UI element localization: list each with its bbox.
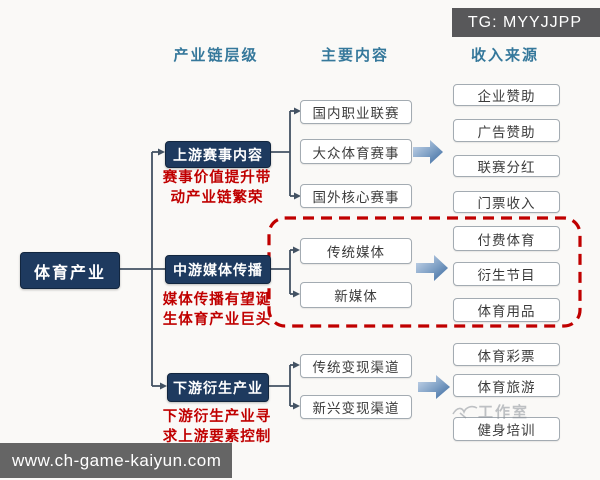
- branch-node-midstream: 中游媒体传播: [165, 255, 271, 284]
- branch-node-upstream: 上游赛事内容: [165, 141, 271, 168]
- branch-note-midstream: 媒体传播有望诞 生体育产业巨头: [142, 290, 292, 330]
- note-line: 动产业链繁荣: [170, 190, 264, 206]
- note-line: 赛事价值提升带: [162, 170, 272, 186]
- income-node: 企业赞助: [453, 84, 560, 106]
- branch-note-downstream: 下游衍生产业寻 求上游要素控制: [142, 407, 292, 447]
- column-header-chain-level: 产业链层级: [173, 47, 259, 64]
- content-node: 新媒体: [300, 282, 412, 308]
- content-node: 传统变现渠道: [300, 354, 412, 378]
- branch-note-upstream: 赛事价值提升带 动产业链繁荣: [142, 168, 292, 208]
- content-node: 国外核心赛事: [300, 184, 412, 208]
- income-node: 体育旅游: [453, 374, 560, 397]
- income-node: 体育用品: [453, 298, 560, 322]
- income-node: 体育彩票: [453, 343, 560, 366]
- tg-badge: TG: MYYJJPP: [451, 8, 600, 37]
- content-node: 大众体育赛事: [300, 139, 412, 164]
- flow-arrow-icons: [413, 140, 450, 399]
- income-node: 健身培训: [453, 417, 560, 441]
- income-node: 门票收入: [453, 191, 560, 213]
- income-node: 广告赞助: [453, 119, 560, 142]
- flow-arrow-icon: [413, 140, 443, 164]
- income-node: 衍生节目: [453, 262, 560, 286]
- note-line: 媒体传播有望诞: [162, 292, 272, 308]
- content-node: 国内职业联赛: [300, 100, 412, 124]
- branch-node-downstream: 下游衍生产业: [167, 373, 269, 402]
- income-node: 付费体育: [453, 226, 560, 251]
- income-node: 联赛分红: [453, 155, 560, 177]
- column-header-income-source: 收入来源: [470, 47, 539, 64]
- content-node: 新兴变现渠道: [300, 395, 412, 419]
- note-line: 求上游要素控制: [162, 429, 272, 445]
- note-line: 生体育产业巨头: [162, 312, 272, 328]
- note-line: 下游衍生产业寻: [162, 409, 272, 425]
- content-node: 传统媒体: [300, 238, 412, 264]
- column-header-main-content: 主要内容: [320, 47, 389, 64]
- site-watermark-bar: www.ch-game-kaiyun.com: [0, 443, 232, 478]
- flow-arrow-icon: [416, 255, 448, 281]
- flow-arrow-icon: [418, 375, 450, 399]
- root-node-sports-industry: 体育产业: [20, 252, 120, 289]
